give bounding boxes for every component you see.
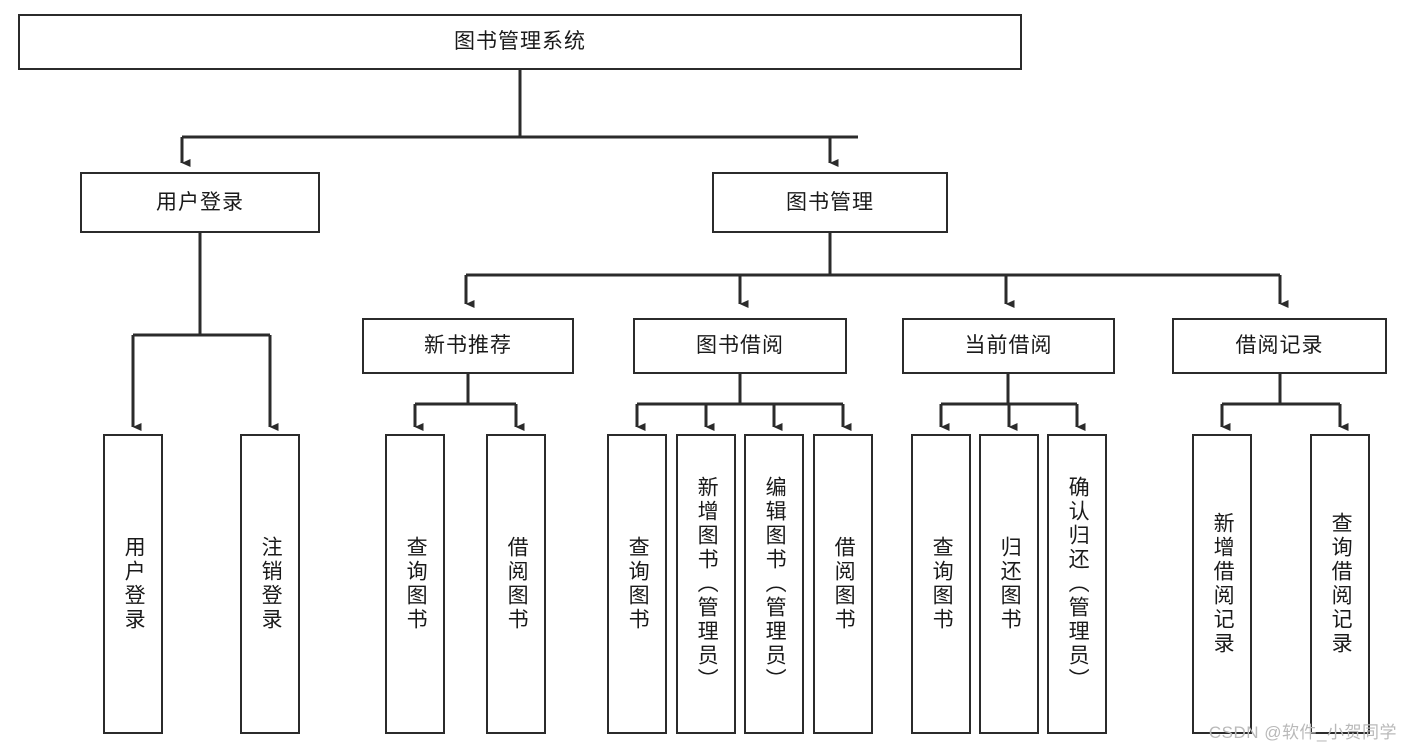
node-leaf-query-book-1-label: 查询图书 [404, 536, 428, 632]
node-leaf-query-book-3-label: 查询图书 [930, 536, 954, 632]
node-leaf-query-record[interactable]: 查询借阅记录 [1310, 434, 1370, 734]
node-leaf-user-login-label: 用户登录 [122, 536, 146, 632]
node-root-label: 图书管理系统 [454, 30, 586, 54]
node-leaf-query-book-3[interactable]: 查询图书 [911, 434, 971, 734]
node-leaf-return-book[interactable]: 归还图书 [979, 434, 1039, 734]
node-book-borrow[interactable]: 图书借阅 [633, 318, 847, 374]
node-leaf-logout[interactable]: 注销登录 [240, 434, 300, 734]
node-borrow-record[interactable]: 借阅记录 [1172, 318, 1387, 374]
watermark-text: CSDN @软件_小贺同学 [1208, 723, 1397, 742]
node-new-book-recommend-label: 新书推荐 [424, 334, 512, 358]
node-leaf-borrow-book-2[interactable]: 借阅图书 [813, 434, 873, 734]
node-user-login-label: 用户登录 [156, 190, 244, 214]
node-leaf-logout-label: 注销登录 [259, 536, 283, 632]
node-leaf-borrow-book-2-label: 借阅图书 [832, 536, 856, 632]
node-leaf-query-book-2[interactable]: 查询图书 [607, 434, 667, 734]
node-leaf-query-record-label: 查询借阅记录 [1329, 512, 1353, 656]
node-leaf-confirm-return-label: 确认归还（管理员） [1066, 476, 1090, 692]
node-leaf-user-login[interactable]: 用户登录 [103, 434, 163, 734]
node-book-borrow-label: 图书借阅 [696, 334, 784, 358]
node-current-borrow-label: 当前借阅 [964, 334, 1053, 358]
node-leaf-add-record[interactable]: 新增借阅记录 [1192, 434, 1252, 734]
node-book-manage-label: 图书管理 [786, 190, 874, 214]
node-leaf-return-book-label: 归还图书 [998, 536, 1022, 632]
node-leaf-edit-book[interactable]: 编辑图书（管理员） [744, 434, 804, 734]
node-leaf-add-book-label: 新增图书（管理员） [695, 476, 719, 692]
node-leaf-query-book-2-label: 查询图书 [626, 536, 650, 632]
node-leaf-add-record-label: 新增借阅记录 [1211, 512, 1235, 656]
node-leaf-edit-book-label: 编辑图书（管理员） [763, 476, 787, 692]
node-user-login[interactable]: 用户登录 [80, 172, 320, 233]
node-root[interactable]: 图书管理系统 [18, 14, 1022, 70]
node-book-manage[interactable]: 图书管理 [712, 172, 948, 233]
node-new-book-recommend[interactable]: 新书推荐 [362, 318, 574, 374]
node-leaf-confirm-return[interactable]: 确认归还（管理员） [1047, 434, 1107, 734]
node-leaf-add-book[interactable]: 新增图书（管理员） [676, 434, 736, 734]
node-borrow-record-label: 借阅记录 [1235, 334, 1324, 358]
node-leaf-query-book-1[interactable]: 查询图书 [385, 434, 445, 734]
node-leaf-borrow-book-1-label: 借阅图书 [505, 536, 529, 632]
node-leaf-borrow-book-1[interactable]: 借阅图书 [486, 434, 546, 734]
node-current-borrow[interactable]: 当前借阅 [902, 318, 1115, 374]
